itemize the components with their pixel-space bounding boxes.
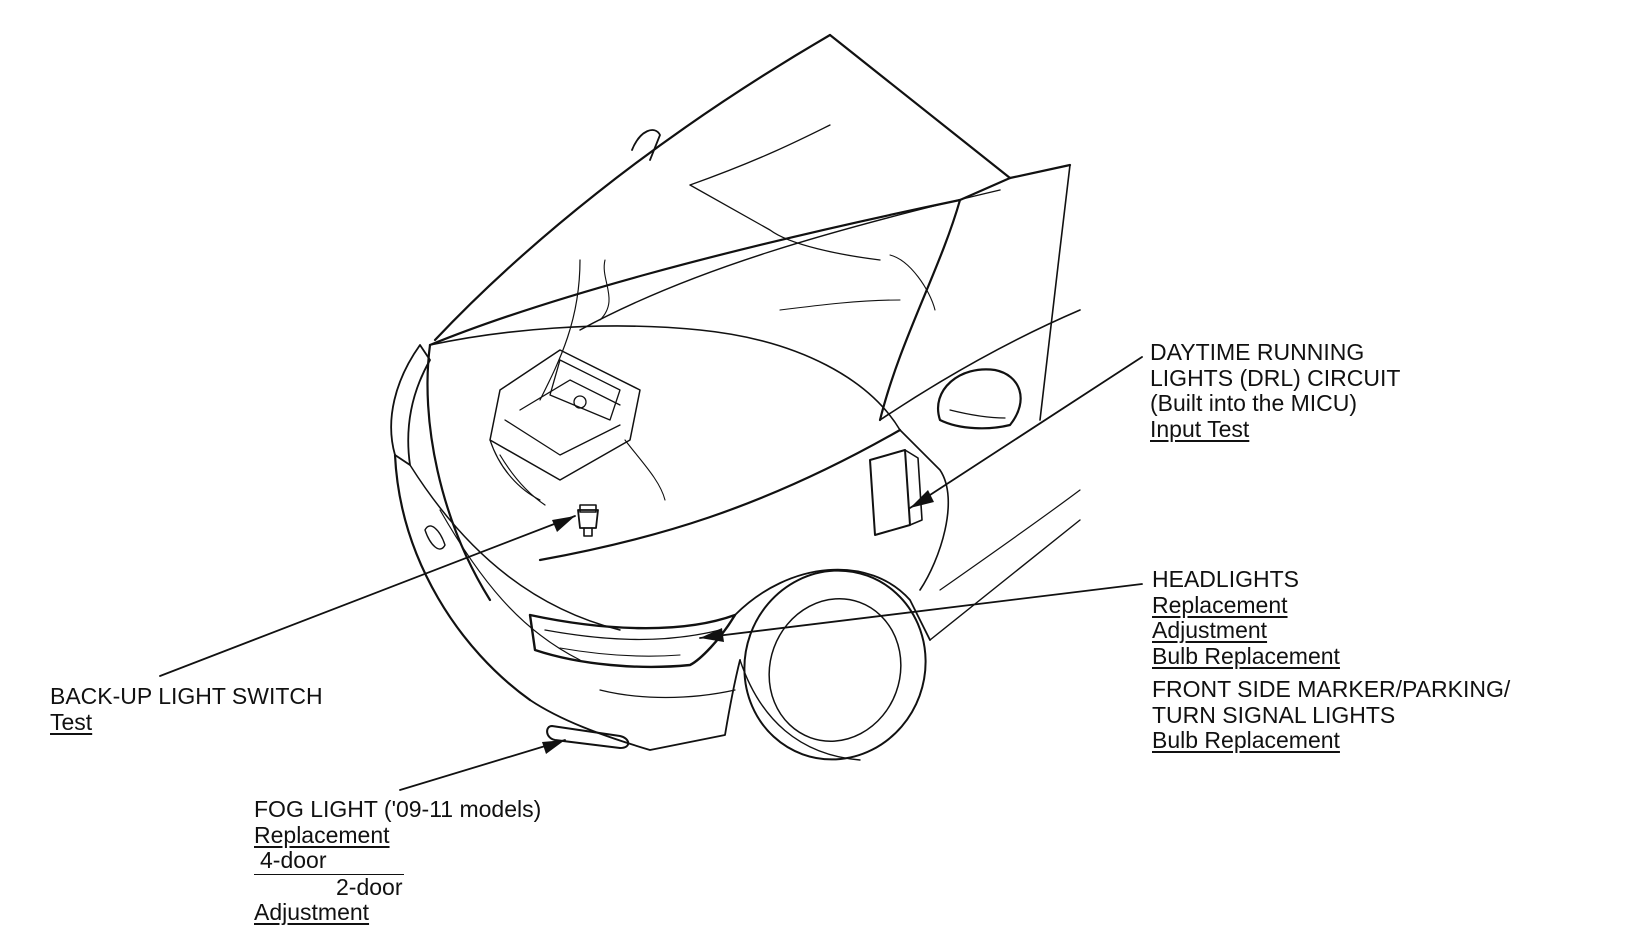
drl-title-line-1: DAYTIME RUNNING bbox=[1150, 339, 1365, 365]
leader-arrowheads bbox=[542, 490, 934, 754]
fog-light-callout: FOG LIGHT ('09-11 models) Replacement 4-… bbox=[254, 796, 542, 926]
backup-switch-callout: BACK-UP LIGHT SWITCH Test bbox=[50, 683, 323, 735]
fog-light-title: FOG LIGHT ('09-11 models) bbox=[254, 796, 542, 822]
drl-input-test-link[interactable]: Input Test bbox=[1150, 415, 1250, 442]
side-marker-callout: FRONT SIDE MARKER/PARKING/ TURN SIGNAL L… bbox=[1152, 676, 1511, 754]
headlights-title: HEADLIGHTS bbox=[1152, 566, 1299, 592]
headlights-callout: HEADLIGHTS Replacement Adjustment Bulb R… bbox=[1152, 566, 1340, 669]
fog-light-replacement-link[interactable]: Replacement bbox=[254, 821, 390, 848]
backup-switch-test-link[interactable]: Test bbox=[50, 708, 93, 735]
fog-light-2door-link[interactable]: 2-door bbox=[336, 873, 403, 900]
headlights-adjustment-link[interactable]: Adjustment bbox=[1152, 617, 1268, 643]
drl-callout: DAYTIME RUNNING LIGHTS (DRL) CIRCUIT (Bu… bbox=[1150, 339, 1401, 442]
backup-switch-title: BACK-UP LIGHT SWITCH bbox=[50, 683, 323, 709]
drl-title-line-2: LIGHTS (DRL) CIRCUIT bbox=[1150, 364, 1401, 391]
fog-light-adjustment-link[interactable]: Adjustment bbox=[254, 899, 370, 925]
drl-title-line-3: (Built into the MICU) bbox=[1150, 390, 1358, 416]
side-marker-title-line-1: FRONT SIDE MARKER/PARKING/ bbox=[1152, 676, 1511, 702]
headlights-replacement-link[interactable]: Replacement bbox=[1152, 591, 1288, 618]
headlights-bulb-replacement-link[interactable]: Bulb Replacement bbox=[1152, 642, 1340, 669]
fog-light-4door-link[interactable]: 4-door bbox=[254, 847, 404, 875]
side-marker-title-line-2: TURN SIGNAL LIGHTS bbox=[1152, 701, 1396, 728]
side-marker-bulb-replacement-link[interactable]: Bulb Replacement bbox=[1152, 727, 1340, 753]
leader-lines bbox=[159, 356, 1143, 791]
